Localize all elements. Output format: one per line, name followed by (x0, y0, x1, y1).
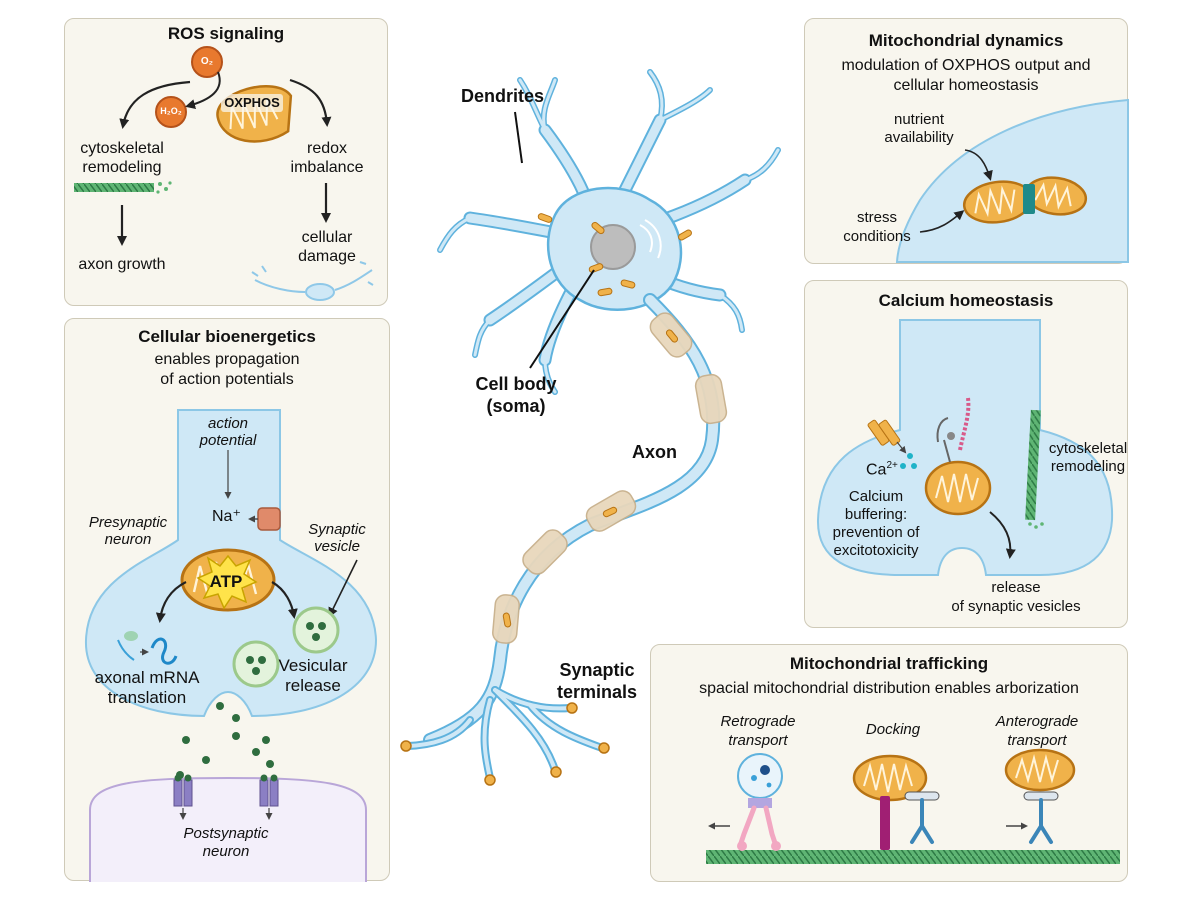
retrograde-label-2: transport (728, 732, 788, 749)
synaptic-label: Synaptic (559, 660, 635, 680)
vesicle-icon (232, 640, 280, 688)
synaptic-vesicle-label-1: Synaptic (308, 521, 366, 538)
calcium-buffering-label-2: buffering: (844, 506, 908, 523)
presynaptic-label-2: neuron (104, 531, 152, 548)
calcium-title: Calcium homeostasis (878, 291, 1054, 310)
calcium-ion-text: Ca (866, 461, 887, 479)
motor-protein-icon (910, 798, 934, 844)
ros-title: ROS signaling (167, 24, 285, 43)
hydrogen-peroxide-molecule (155, 96, 187, 128)
terminals-label: terminals (556, 682, 638, 702)
action-potential-label-1: action (207, 415, 249, 432)
cell-body-label: Cell body (475, 374, 557, 394)
neurotransmitters (176, 702, 274, 779)
docking-label: Docking (865, 721, 921, 738)
fission-ring-icon (1023, 184, 1035, 214)
redox-label-2: imbalance (290, 159, 364, 176)
retrograde-vesicle-icon (737, 753, 783, 851)
calcium-buffering-label-3: prevention of (832, 524, 920, 541)
bioenergetics-title: Cellular bioenergetics (138, 327, 316, 346)
bioenergetics-subtitle-2: of action potentials (160, 371, 294, 388)
neuron-illustration (400, 69, 781, 786)
atp-burst-icon (196, 554, 258, 610)
damaged-cell-icon (251, 261, 374, 301)
h2o2-label: H₂O₂ (160, 106, 182, 116)
trafficking-diagram (706, 748, 1120, 864)
soma-label: (soma) (486, 396, 546, 416)
action-potential-label-2: potential (199, 432, 257, 449)
oxphos-label: OXPHOS (224, 95, 280, 110)
cytoskeletal-remodeling-label-2: remodeling (1050, 458, 1126, 475)
release-vesicles-label-2: of synaptic vesicles (951, 598, 1081, 615)
calcium-diagram (816, 319, 1114, 576)
nutrient-label-1: nutrient (893, 111, 945, 128)
release-vesicles-label-1: release (991, 579, 1041, 596)
calcium-channel-icon (867, 419, 901, 446)
axon-label: Axon (632, 442, 677, 462)
postsynaptic-label-1: Postsynaptic (183, 825, 269, 842)
cytoskeletal-label-2: remodeling (82, 159, 162, 176)
stress-label-1: stress (856, 209, 898, 226)
kinesin-icon (1029, 798, 1053, 844)
anterograde-label-2: transport (1007, 732, 1067, 749)
microtubule-icon (1025, 409, 1041, 521)
vesicular-release-label-2: release (285, 676, 341, 695)
synapse-diagram (84, 409, 378, 882)
trafficking-title: Mitochondrial trafficking (789, 654, 989, 673)
trafficking-subtitle: spacial mitochondrial distribution enabl… (699, 680, 1079, 697)
dynamics-subtitle-2: cellular homeostasis (893, 77, 1039, 94)
ros-diagram (74, 46, 374, 301)
postsynaptic-label-2: neuron (202, 843, 250, 860)
microtubule-track (706, 850, 1120, 864)
mrna-translation-label-2: translation (107, 688, 187, 707)
calcium-buffering-label-4: excitotoxicity (833, 542, 919, 559)
stress-label-2: conditions (843, 228, 911, 245)
axon-growth-label: axon growth (78, 256, 166, 273)
dynamics-diagram (895, 98, 1129, 263)
cellular-damage-label-2: damage (298, 248, 356, 265)
anterograde-label-1: Anterograde (995, 713, 1079, 730)
o2-label: O₂ (200, 56, 214, 67)
mrna-strand-icon (958, 397, 971, 451)
synaptic-vesicle-label-2: vesicle (314, 538, 360, 555)
cytoskeletal-remodeling-label-1: cytoskeletal (1048, 440, 1128, 457)
postsynaptic-receptors (173, 774, 279, 820)
atp-label: ATP (209, 572, 243, 591)
dynamics-subtitle-1: modulation of OXPHOS output and (841, 57, 1091, 74)
ros-signaling-panel (64, 18, 388, 306)
sodium-channel-icon (257, 507, 281, 531)
nutrient-label-2: availability (884, 129, 954, 146)
docking-anchor-icon (880, 796, 890, 850)
bioenergetics-subtitle-1: enables propagation (154, 351, 300, 368)
microtubule-icon (74, 183, 154, 192)
mrna-ribosome-icon (117, 631, 178, 665)
vesicular-release-label-1: Vesicular (278, 656, 348, 675)
sodium-label: Na⁺ (212, 508, 241, 525)
calcium-ion-label: Ca2+ (866, 460, 898, 479)
cytoskeletal-label-1: cytoskeletal (80, 140, 164, 157)
oxygen-molecule (191, 46, 223, 78)
dendrites-label: Dendrites (461, 86, 545, 106)
dynamics-title: Mitochondrial dynamics (868, 31, 1064, 50)
calcium-ion-charge: 2+ (886, 460, 898, 471)
redox-label-1: redox (306, 140, 348, 157)
calcium-buffering-label-1: Calcium (848, 488, 904, 505)
cellular-damage-label-1: cellular (301, 229, 353, 246)
presynaptic-label-1: Presynaptic (88, 514, 168, 531)
retrograde-label-1: Retrograde (720, 713, 796, 730)
synaptic-vesicle-icon (292, 606, 340, 654)
mrna-translation-label-1: axonal mRNA (94, 668, 200, 687)
postsynaptic-membrane (89, 776, 367, 882)
